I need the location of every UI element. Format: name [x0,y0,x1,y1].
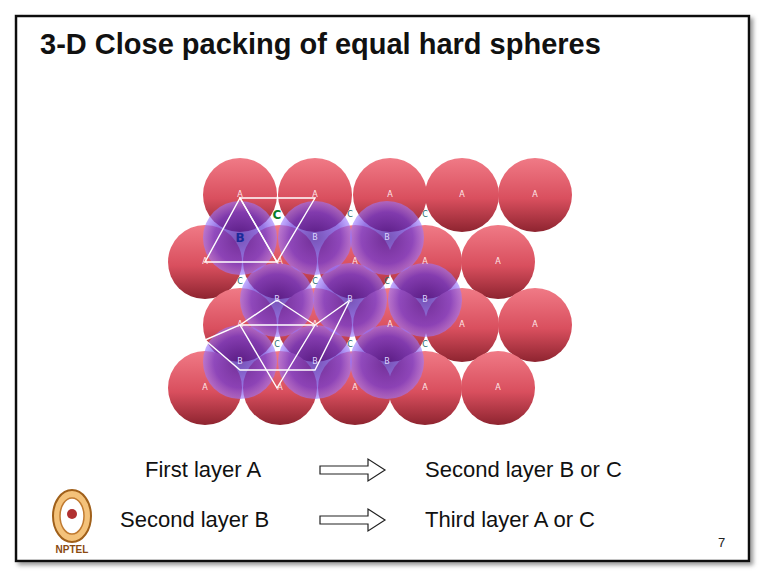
logo-ring [53,490,91,542]
site-letter: C [237,278,243,286]
rule-text: Second layer B or C [425,459,622,481]
implies-arrows [320,459,385,531]
site-letter: A [495,384,500,392]
site-letter: C [347,211,353,219]
site-letter: A [422,258,427,266]
site-letter: A [202,258,207,266]
site-letter: A [352,258,357,266]
site-letter: B [274,296,280,304]
sphere-a [461,225,535,299]
site-letter: A [352,384,357,392]
triangle-guides [205,198,350,388]
triangle [205,198,277,262]
site-letter: C [422,341,428,349]
sphere-b [350,325,424,399]
rule-text: Second layer B [120,509,269,531]
sphere-a [461,351,535,425]
site-letter: B [422,296,428,304]
site-letter: B [384,234,390,242]
site-letter: B [312,358,318,366]
site-letter: A [495,258,500,266]
sphere-b [350,201,424,275]
sphere-a [498,158,572,232]
site-letter: C [422,211,428,219]
site-letter: B [347,296,353,304]
arrow [320,509,385,531]
sphere-b [203,201,277,275]
sphere-b [278,325,352,399]
site-letter: A [422,384,427,392]
sphere-b [278,201,352,275]
site-letter: A [532,321,537,329]
sphere-a [498,288,572,362]
site-letter: A [387,191,392,199]
site-letter: A [387,321,392,329]
slide-frame [16,16,749,561]
triangle [240,198,315,262]
site-letter: B [235,232,244,244]
logo-ring [60,498,84,534]
triangle [240,325,315,388]
site-letter: A [277,258,282,266]
site-letter: C [273,209,282,221]
site-letter: B [384,358,390,366]
sphere-a [425,158,499,232]
layer-b-spheres [203,201,462,399]
site-letter: B [312,234,318,242]
site-letter: C [274,341,280,349]
sphere-b [240,263,314,337]
rule-text: Third layer A or C [425,509,595,531]
site-letter: A [532,191,537,199]
site-letter: A [202,384,207,392]
sphere-b [313,263,387,337]
nptel-logo [53,490,91,542]
site-letter: A [277,384,282,392]
logo-text: NPTEL [56,545,89,555]
site-letter: C [384,278,390,286]
site-letter: A [312,191,317,199]
site-letter: B [237,358,243,366]
sphere-b [388,263,462,337]
site-letter: A [237,191,242,199]
site-letter: C [312,278,318,286]
slide-title: 3-D Close packing of equal hard spheres [40,30,601,59]
site-letter: C [347,341,353,349]
slide-number: 7 [718,536,725,549]
logo-center [67,509,77,519]
site-letter: A [237,321,242,329]
site-letter: A [459,191,464,199]
site-letter: A [459,321,464,329]
site-letter: A [312,321,317,329]
rule-text: First layer A [145,459,261,481]
layer-a-spheres [168,158,572,425]
hexagon-guide [205,300,350,370]
arrow [320,459,385,481]
